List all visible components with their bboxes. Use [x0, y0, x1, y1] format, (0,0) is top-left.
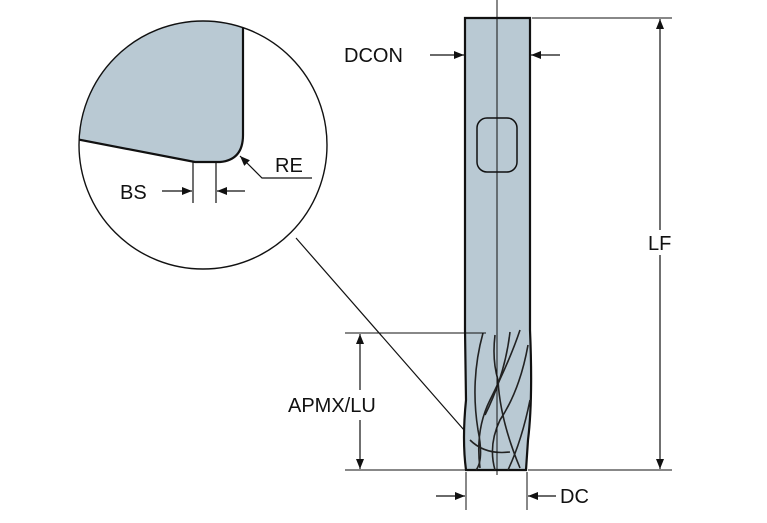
detail-magnifier: BS RE	[78, 20, 328, 270]
detail-leader-line	[295, 237, 479, 447]
lf-label: LF	[648, 233, 671, 255]
bs-label: BS	[120, 182, 147, 204]
apmx-dimension: APMX/LU	[288, 332, 486, 471]
tool-shank	[462, 16, 533, 472]
dc-label: DC	[560, 486, 589, 508]
dcon-dimension: DCON	[344, 45, 560, 67]
apmx-label: APMX/LU	[288, 395, 376, 417]
lf-dimension: LF	[528, 17, 672, 471]
dcon-label: DCON	[344, 45, 403, 67]
dc-dimension: DC	[436, 472, 589, 510]
detail-circle	[78, 20, 328, 270]
tool-flutes	[469, 329, 531, 471]
re-label: RE	[275, 155, 303, 177]
end-mill-tool	[462, 0, 533, 475]
